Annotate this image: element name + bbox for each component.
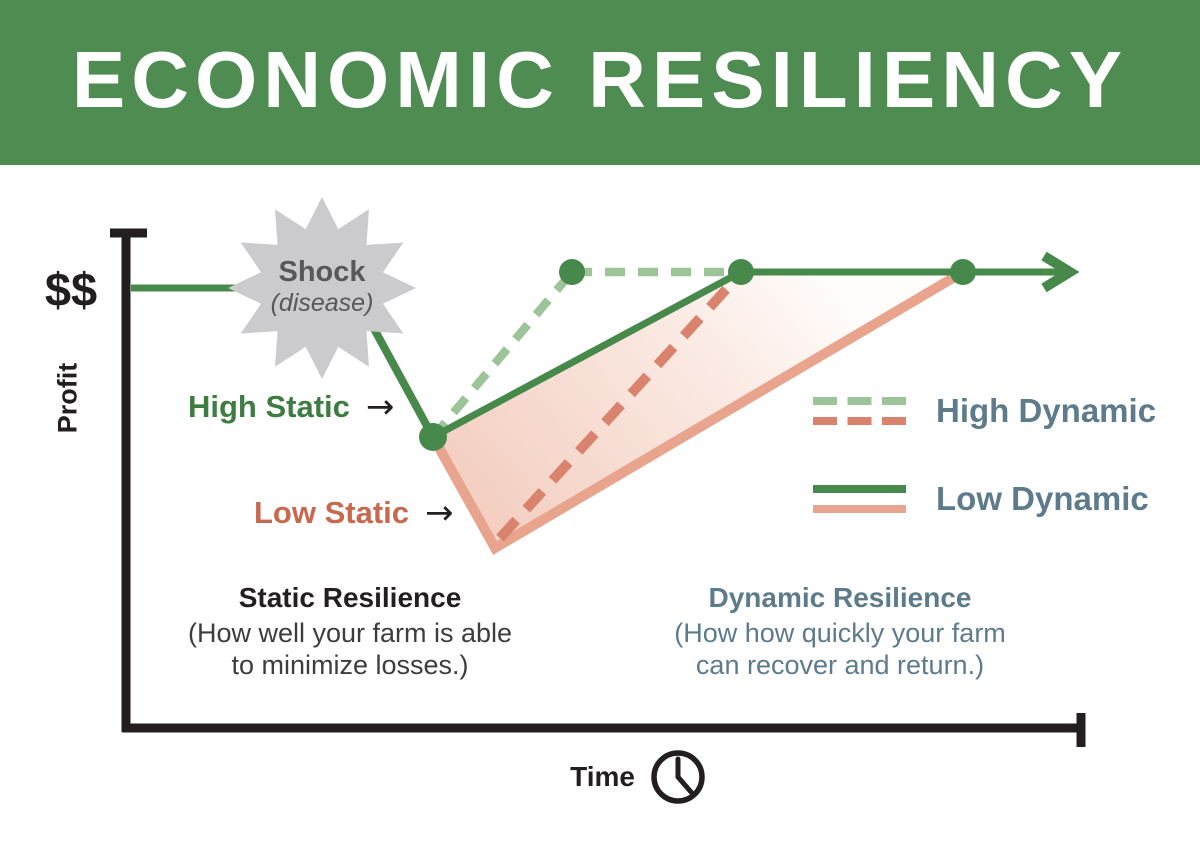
low-dynamic-recovery-dot	[728, 259, 754, 285]
low-static-label: Low Static	[254, 495, 410, 530]
y-axis-dollar-symbol: $$	[44, 263, 98, 316]
legend-label-low-dynamic: Low Dynamic	[936, 480, 1149, 517]
static-resilience-title: Static Resilience	[238, 582, 462, 613]
high-dynamic-recovery-dot	[559, 259, 585, 285]
high-dynamic-swatches	[813, 397, 906, 425]
plateau-arrowhead-icon	[1041, 251, 1080, 293]
resilience-loss-area	[433, 272, 963, 548]
low-static-salmon-line	[428, 267, 966, 555]
low-static-pointer: Low Static →	[254, 495, 454, 531]
x-axis-label: Time	[570, 761, 635, 792]
dashed-salmon-line-swatch	[813, 417, 906, 425]
salmon-recovery-dot	[950, 259, 976, 285]
high-dynamic-green-dashed-rise	[429, 269, 576, 440]
shock-title: Shock	[278, 255, 366, 288]
right-arrow-icon: →	[365, 387, 395, 427]
dynamic-resilience-line1: (How how quickly your farm	[674, 617, 1006, 648]
dynamic-resilience-title: Dynamic Resilience	[708, 582, 972, 613]
legend-row-high-dynamic: High Dynamic	[813, 392, 1156, 430]
shock-starburst-icon	[228, 197, 416, 379]
legend-row-low-dynamic: Low Dynamic	[813, 480, 1156, 518]
header-banner: ECONOMIC RESILIENCY	[0, 0, 1200, 165]
static-resilience-caption: Static Resilience (How well your farm is…	[150, 581, 550, 681]
high-static-pointer: High Static →	[188, 389, 394, 425]
y-axis-label: Profit	[52, 362, 83, 434]
legend-label-high-dynamic: High Dynamic	[936, 392, 1157, 429]
solid-green-line-swatch	[813, 485, 906, 493]
dashed-green-line-swatch	[813, 397, 906, 405]
static-resilience-line1: (How well your farm is able	[187, 617, 513, 648]
high-static-point-dot	[419, 423, 447, 451]
low-dynamic-swatches	[813, 485, 906, 513]
clock-icon	[651, 750, 705, 804]
page-title: ECONOMIC RESILIENCY	[71, 35, 1129, 124]
dynamic-resilience-caption: Dynamic Resilience (How how quickly your…	[640, 581, 1040, 681]
shock-subtitle: (disease)	[270, 289, 374, 318]
high-dynamic-salmon-dashed-line	[496, 269, 745, 542]
solid-salmon-line-swatch	[813, 505, 906, 513]
dynamic-resilience-line2: can recover and return.)	[695, 649, 985, 680]
shock-label: Shock (disease)	[271, 256, 374, 318]
static-resilience-line2: to minimize losses.)	[231, 649, 469, 680]
right-arrow-icon: →	[425, 493, 454, 533]
legend: High Dynamic Low Dynamic	[813, 392, 1156, 518]
low-dynamic-green-rise	[431, 268, 743, 441]
high-static-label: High Static	[188, 389, 350, 424]
